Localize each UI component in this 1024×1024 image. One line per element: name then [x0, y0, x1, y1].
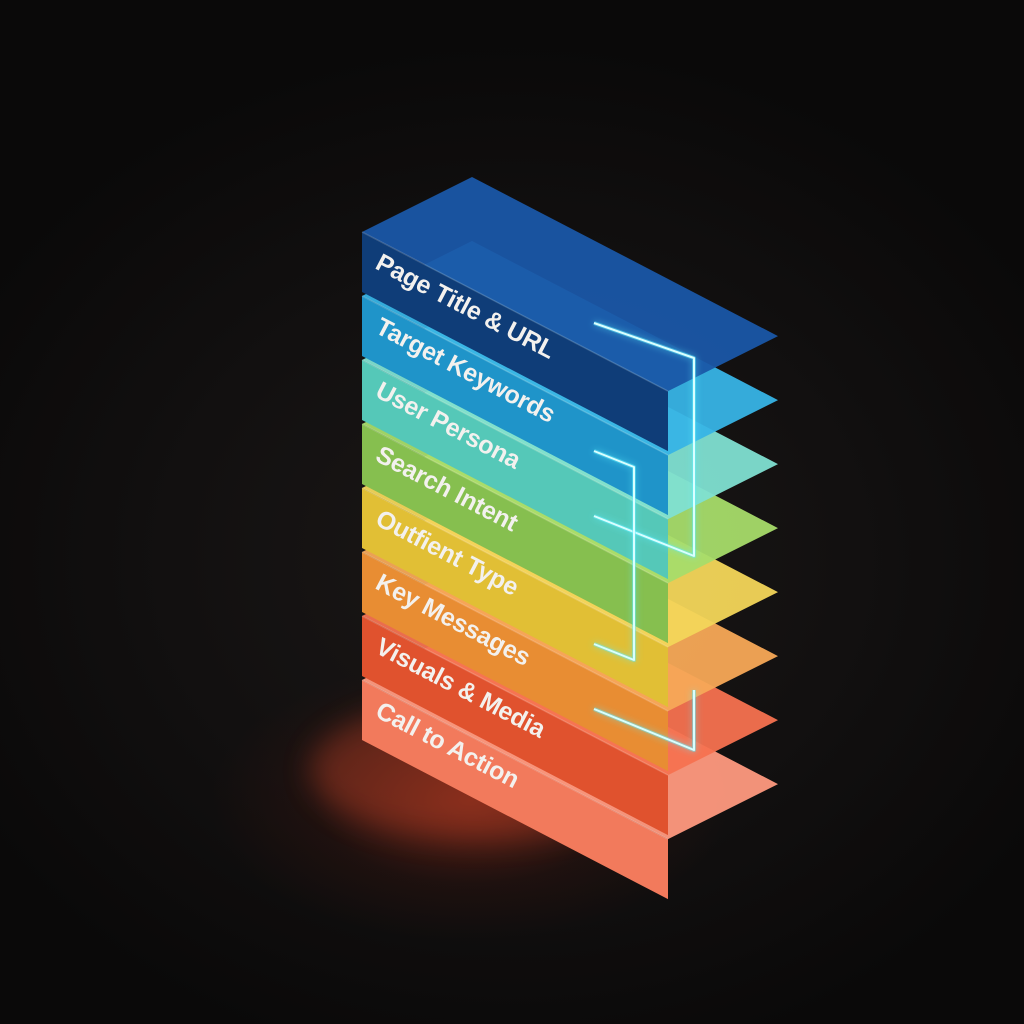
- layer-front-face: [362, 552, 668, 772]
- connector-lines: [593, 321, 696, 752]
- layer-edge-highlight: [361, 231, 669, 392]
- layer-front-face: [362, 360, 668, 580]
- connector-bracket-3: [593, 690, 695, 751]
- layer-edge-highlight: [361, 551, 669, 712]
- layer-edge-highlight: [361, 679, 669, 840]
- layer-front-face: [362, 616, 668, 836]
- layer-front-face: [362, 680, 668, 900]
- connector-bracket-2: [593, 450, 635, 661]
- layer-edge-highlight: [361, 359, 669, 520]
- connector-bracket-1: [593, 322, 695, 557]
- layer-front-face: [362, 296, 668, 516]
- layer-edge-highlight: [361, 487, 669, 648]
- layer-front-face: [362, 488, 668, 708]
- layer-front-face: [362, 424, 668, 644]
- layer-edge-highlight: [361, 615, 669, 776]
- layer-edge-highlight: [361, 423, 669, 584]
- layer-front-face: [362, 232, 668, 452]
- layer-edge-highlight: [361, 295, 669, 456]
- layer-top-face: [362, 177, 778, 392]
